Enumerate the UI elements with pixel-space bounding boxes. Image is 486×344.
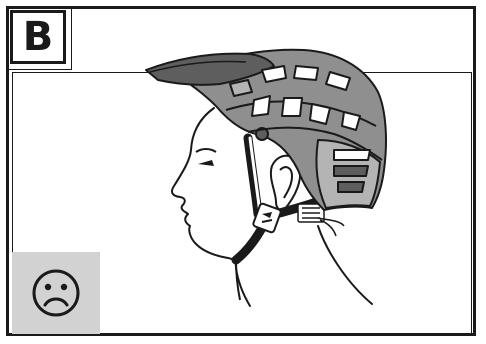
retention-dial (298, 204, 344, 236)
sad-face-icon (30, 267, 82, 319)
eyebrow (196, 149, 216, 152)
helmet (146, 50, 386, 210)
eye (198, 160, 214, 166)
verdict-box (12, 252, 100, 334)
